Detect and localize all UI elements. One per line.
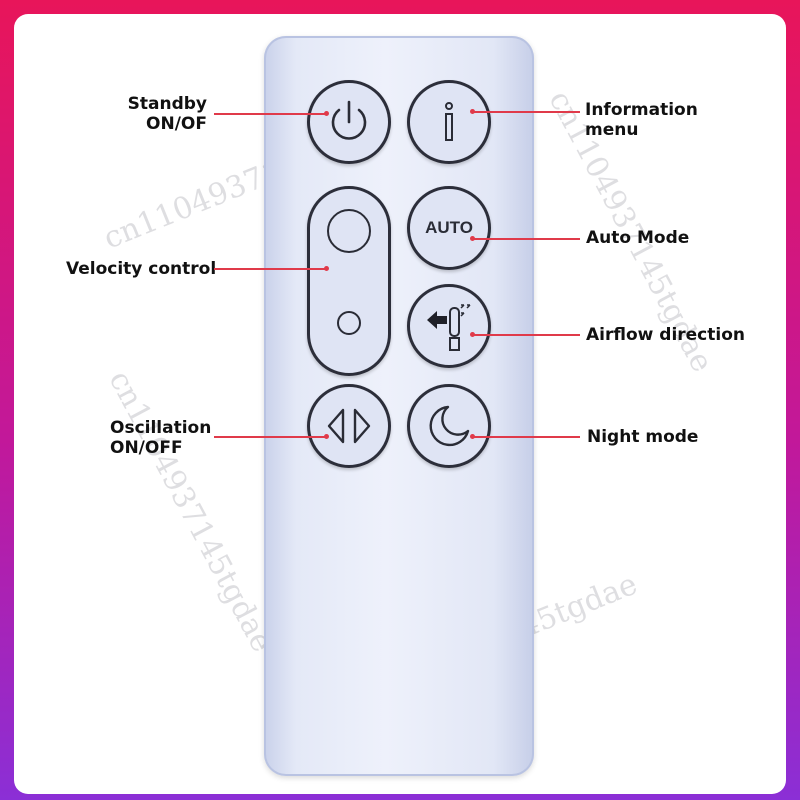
product-panel: cn1104937145tgdae cn1104937145tgdae cn11… bbox=[14, 14, 786, 794]
power-button[interactable] bbox=[307, 80, 391, 164]
auto-mode-label: Auto Mode bbox=[586, 228, 690, 248]
night-mode-button[interactable] bbox=[407, 384, 491, 468]
standby-label: Standby ON/OF bbox=[127, 94, 207, 134]
velocity-label: Velocity control bbox=[66, 259, 217, 279]
remote-control: AUTO bbox=[264, 36, 534, 776]
speed-up-button[interactable] bbox=[327, 209, 371, 253]
oscillation-callout-line bbox=[214, 436, 326, 438]
airflow-direction-icon bbox=[427, 304, 471, 351]
oscillation-label: Oscillation ON/OFF bbox=[110, 418, 212, 458]
night-mode-label: Night mode bbox=[587, 427, 699, 447]
information-label: Information menu bbox=[585, 100, 698, 140]
velocity-callout-dot bbox=[324, 266, 329, 271]
airflow-callout-line bbox=[472, 334, 580, 336]
speed-down-button[interactable] bbox=[337, 311, 361, 335]
auto-button-label: AUTO bbox=[425, 218, 473, 237]
auto-button[interactable]: AUTO bbox=[407, 186, 491, 270]
information-callout-line bbox=[472, 111, 580, 113]
airflow-button[interactable] bbox=[407, 284, 491, 368]
info-button[interactable] bbox=[407, 80, 491, 164]
info-icon bbox=[445, 102, 453, 141]
power-icon bbox=[331, 100, 367, 140]
velocity-control-pill bbox=[307, 186, 391, 376]
night-mode-callout-line bbox=[472, 436, 580, 438]
moon-icon bbox=[429, 405, 470, 447]
oscillation-button[interactable] bbox=[307, 384, 391, 468]
velocity-callout-line bbox=[214, 268, 326, 270]
watermark-text: cn1104937145tgdae bbox=[101, 365, 280, 658]
auto-mode-callout-line bbox=[472, 238, 580, 240]
oscillation-icon bbox=[327, 408, 371, 444]
airflow-label: Airflow direction bbox=[586, 325, 745, 345]
standby-callout-dot bbox=[324, 111, 329, 116]
standby-callout-line bbox=[214, 113, 326, 115]
oscillation-callout-dot bbox=[324, 434, 329, 439]
